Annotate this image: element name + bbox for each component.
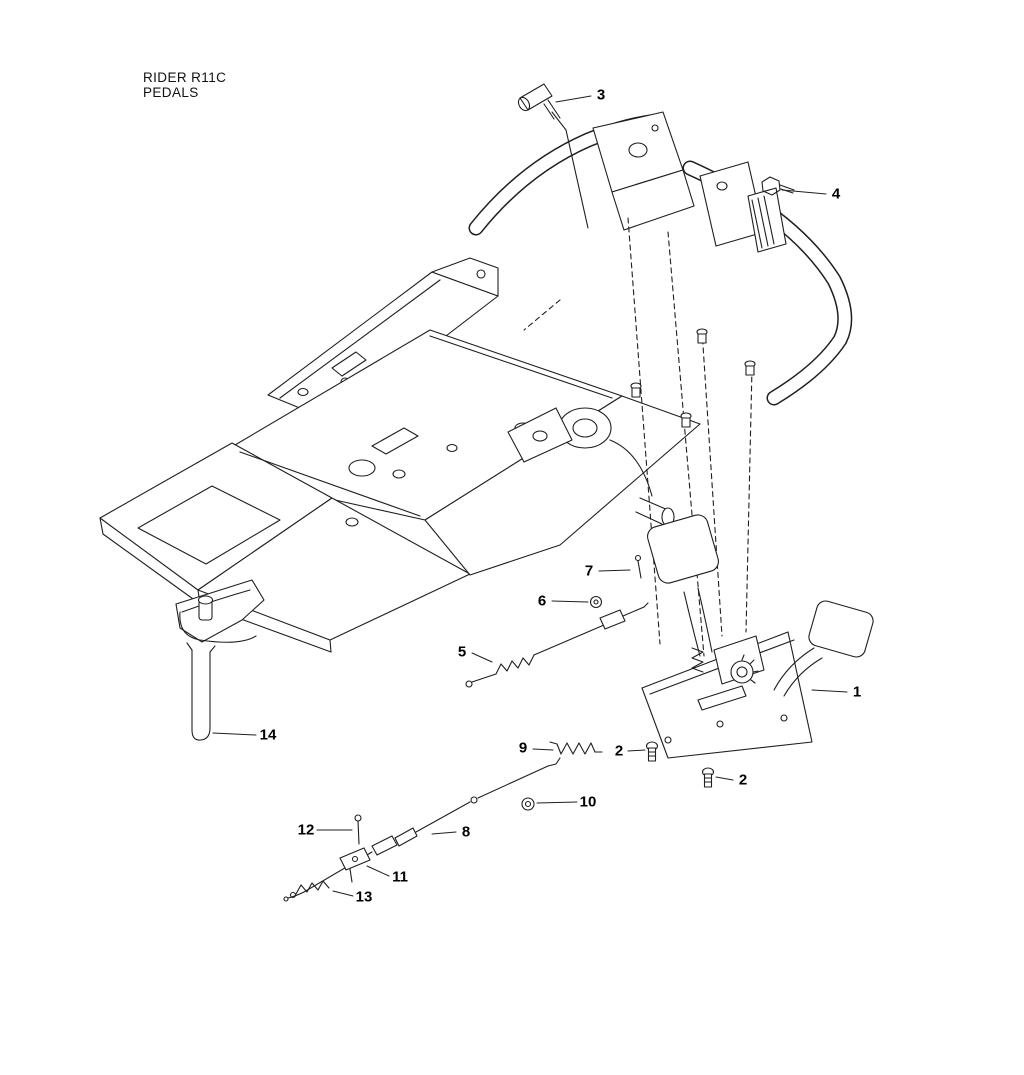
cable-8 bbox=[283, 757, 561, 902]
callout-13: 13 bbox=[355, 888, 373, 906]
bolt-3 bbox=[517, 83, 589, 229]
steering-assembly bbox=[507, 407, 675, 527]
section-name: PEDALS bbox=[143, 85, 199, 100]
assembly-lines bbox=[523, 217, 753, 657]
model-name: RIDER R11C bbox=[143, 70, 227, 85]
callout-11: 11 bbox=[392, 868, 408, 886]
console-bracket bbox=[592, 111, 787, 253]
callout-14: 14 bbox=[259, 726, 277, 744]
callout-7: 7 bbox=[584, 562, 594, 580]
screw-4 bbox=[761, 176, 795, 196]
spring-9 bbox=[549, 741, 603, 755]
spring-13 bbox=[289, 880, 330, 899]
cable-5 bbox=[465, 602, 649, 688]
mount-bolts bbox=[630, 328, 756, 428]
callout-3: 3 bbox=[596, 86, 606, 104]
pin-7 bbox=[634, 554, 642, 579]
callout-12: 12 bbox=[297, 821, 315, 839]
callout-4: 4 bbox=[831, 185, 841, 203]
pin-12 bbox=[354, 814, 362, 845]
callout-9: 9 bbox=[518, 739, 528, 757]
screw-2a bbox=[645, 741, 659, 762]
callout-2: 2 bbox=[614, 742, 624, 760]
support-rod-14 bbox=[186, 642, 216, 741]
callout-6: 6 bbox=[537, 592, 547, 610]
screw-2b bbox=[701, 767, 715, 788]
chassis-frame bbox=[99, 257, 701, 653]
nut-6 bbox=[589, 595, 603, 609]
hitch-bracket bbox=[175, 579, 265, 643]
callout-5: 5 bbox=[457, 643, 467, 661]
callout-10: 10 bbox=[579, 793, 597, 811]
diagram-title: RIDER R11C PEDALS bbox=[143, 70, 226, 100]
callout-1: 1 bbox=[852, 683, 862, 701]
callout-8: 8 bbox=[461, 823, 471, 841]
pedal-assembly-1 bbox=[641, 514, 874, 759]
leader-lines bbox=[212, 95, 848, 897]
nut-10 bbox=[521, 797, 535, 811]
callout-2: 2 bbox=[738, 771, 748, 789]
bracket-11 bbox=[339, 847, 371, 883]
